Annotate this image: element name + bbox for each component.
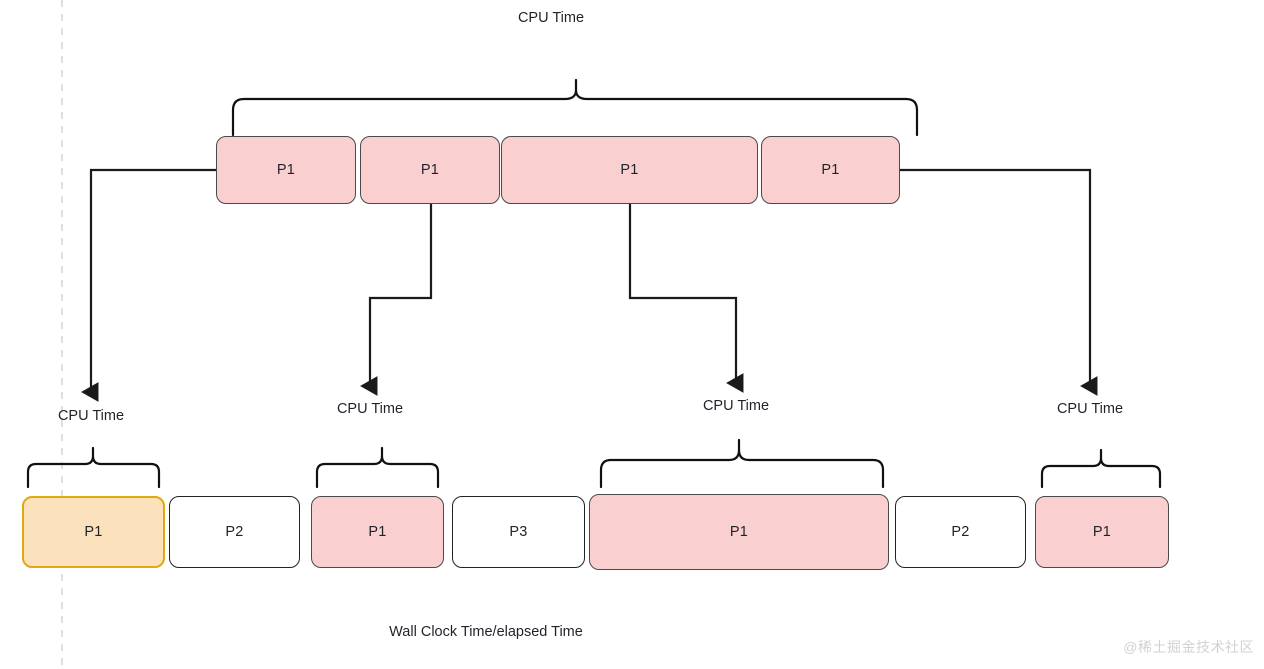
wall-slice-label-5: P1 (729, 524, 749, 540)
cpu-slice-4-callout-arrow (900, 168, 1098, 396)
wall-slice-label-4: P3 (509, 524, 528, 540)
cpu-time-callout-label-2: CPU Time (336, 401, 404, 417)
wall-slice-box-5[interactable]: P1 (589, 494, 889, 570)
cpu-slice-label-3: P1 (620, 162, 639, 178)
cpu-slice-label-4: P1 (821, 162, 840, 178)
cpu-slice-box-4[interactable]: P1 (761, 136, 900, 204)
cpu-slice-box-3[interactable]: P1 (501, 136, 758, 204)
wall-slice-box-2[interactable]: P2 (169, 496, 300, 568)
cpu-slice-2-callout-arrow (360, 204, 433, 396)
cpu-slice-label-2: P1 (420, 162, 440, 178)
wall-slice-3-brace (315, 446, 440, 489)
wall-slice-box-1[interactable]: P1 (22, 496, 165, 568)
wall-slice-5-brace (599, 438, 885, 489)
wall-slice-label-6: P2 (951, 524, 970, 540)
cpu-slice-3-callout-arrow (628, 204, 744, 393)
wall-slice-box-3[interactable]: P1 (311, 496, 444, 568)
wall-slice-1-brace (26, 446, 161, 489)
cpu-slice-1-callout-arrow (81, 168, 216, 402)
page-title: CPU Time (517, 10, 585, 26)
wall-slice-box-6[interactable]: P2 (895, 496, 1026, 568)
cpu-time-callout-label-4: CPU Time (1056, 401, 1124, 417)
cpu-slice-label-1: P1 (276, 162, 296, 178)
cpu-slice-box-1[interactable]: P1 (216, 136, 356, 204)
wall-slice-label-2: P2 (225, 524, 244, 540)
wall-slice-7-brace (1040, 448, 1162, 489)
wall-slice-box-7[interactable]: P1 (1035, 496, 1169, 568)
wall-slice-label-1: P1 (84, 524, 103, 540)
watermark: @稀土掘金技术社区 (1123, 639, 1254, 655)
cpu-time-callout-label-3: CPU Time (702, 398, 770, 414)
wall-slice-label-7: P1 (1092, 524, 1112, 540)
wall-slice-box-4[interactable]: P3 (452, 496, 585, 568)
wall-clock-axis-label: Wall Clock Time/elapsed Time (389, 624, 583, 640)
wall-slice-label-3: P1 (368, 524, 387, 540)
cpu-slice-box-2[interactable]: P1 (360, 136, 500, 204)
cpu-time-callout-label-1: CPU Time (57, 408, 125, 424)
cpu-time-top-brace (231, 78, 919, 137)
